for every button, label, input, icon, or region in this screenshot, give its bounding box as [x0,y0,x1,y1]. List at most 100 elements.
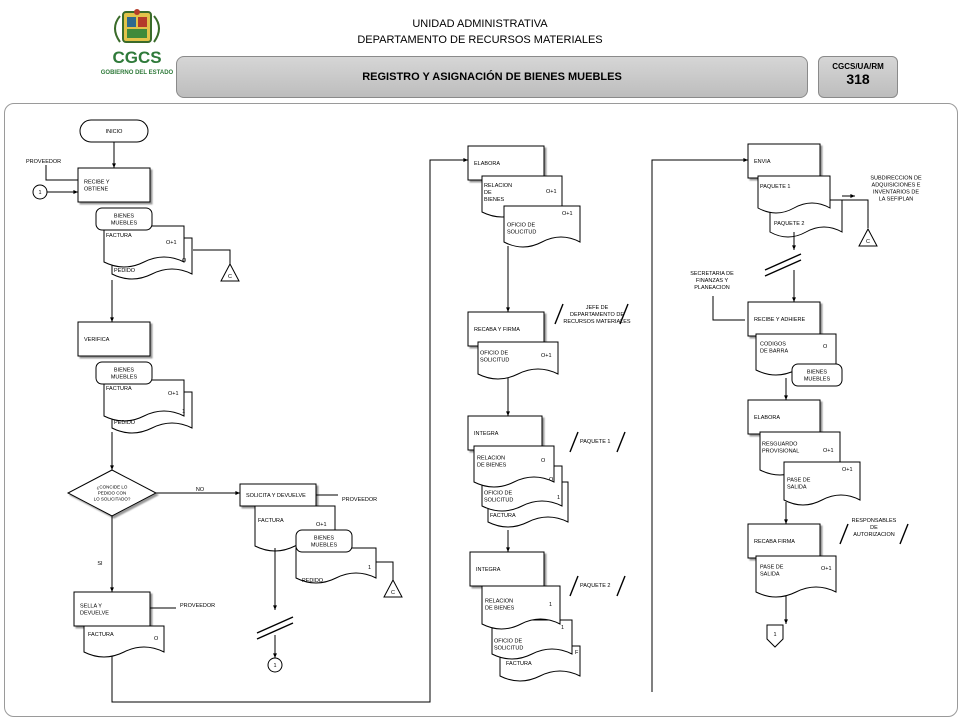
connector-line [376,561,394,582]
arrow-head [273,653,277,658]
doc-paquete2-label: PAQUETE 2 [774,221,804,227]
end-connector [766,624,784,648]
file-archive-3-label: C [866,239,870,245]
step-recaba-firma-2 [747,523,821,559]
actor-slash-2 [619,303,629,325]
start-terminal-label: INICIO [106,129,124,135]
connector-in-label: 1 [38,190,41,196]
doc-resguardo-copy: O+1 [823,448,834,454]
doc2-factura-copy: O+1 [168,391,179,397]
doc3-relacion-copy: O [541,458,546,464]
doc-pedido-copy: O [182,258,187,264]
arrow-head [463,158,468,162]
paquete1-slash-b [616,431,626,453]
doc4-factura-copy: F [575,650,579,656]
arrow-head [506,547,510,552]
procedure-number: 318 [846,71,870,87]
decision-no: NO [196,487,205,493]
connector-line [193,249,231,266]
doc-factura [103,225,185,268]
arrow-head [110,587,114,592]
arrow-head [792,245,796,250]
arrow-head [112,163,116,168]
doc4-relacion-copy: 1 [549,602,552,608]
arrow-head [743,158,748,162]
connector-out-label: 1 [273,663,276,669]
break-marker-1 [256,622,294,640]
doc4-oficio [491,619,573,660]
step-recibe-obtiene [77,167,151,203]
arrow-head [506,411,510,416]
actor-slash-1 [554,303,564,325]
doc4-pase-copy: O+1 [821,566,832,572]
procedure-code-box: CGCS/UA/RM 318 [818,56,898,98]
file-archive-1 [220,262,240,282]
step-recibe-adhiere-label: RECIBE Y ADHIERE [754,317,805,323]
step-verifica-label: VERIFICA [84,337,110,343]
paquete2-slash-b [616,575,626,597]
doc-factura-label: FACTURA [106,233,132,239]
diagram-frame [4,103,958,717]
break-marker-1 [256,616,294,634]
doc4-factura-label: FACTURA [506,661,532,667]
doc2-pedido-copy: 1 [182,409,185,415]
arrow-head [110,465,114,470]
doc-pase-copy: O+1 [842,467,853,473]
doc-pedido-label: PEDIDO [114,268,136,274]
break-marker-2 [764,259,802,277]
arrow-head [850,194,855,198]
doc2-factura-label: FACTURA [106,386,132,392]
doc1b-pedido-copy: 1 [368,565,371,571]
doc-oficio [503,205,581,248]
file-archive-2-label: C [391,590,395,596]
doc3-copy: O [154,636,159,642]
paquete1-label: PAQUETE 1 [580,439,610,445]
step-integra-1 [467,415,543,451]
arrow-head [506,307,510,312]
bienes-muebles-shape-2 [95,361,153,385]
arrow-head [273,605,277,610]
step-elabora-2-label: ELABORA [754,415,780,421]
logo-subtext: GOBIERNO DEL ESTADO [101,70,174,76]
step-verifica [77,321,151,357]
arrow-head [784,519,788,524]
doc1b-pedido-label: PEDIDO [302,578,324,584]
step-recaba-firma [467,311,545,347]
actor-proveedor-2: PROVEEDOR [180,603,215,609]
doc3-oficio-copy: O [549,477,554,483]
step-envia [747,143,821,179]
connector-line [651,159,748,692]
arrow-head [110,317,114,322]
file-archive-1-label: C [228,274,232,280]
step-integra-2-label: INTEGRA [476,567,501,573]
step-elabora-2 [747,399,821,435]
actor-slash-4 [899,523,909,545]
department-title: DEPARTAMENTO DE RECURSOS MATERIALES [357,34,603,46]
bienes-muebles-shape-4 [791,363,843,387]
doc4-pase-salida [755,555,837,598]
arrow-head [235,491,240,495]
doc-paquete1-label: PAQUETE 1 [760,184,790,190]
step-recaba-firma-label: RECABA Y FIRMA [474,327,520,333]
file-archive-2 [383,578,403,598]
procedure-title: REGISTRO Y ASIGNACIÓN DE BIENES MUEBLES [176,56,808,98]
doc-paquete1 [757,175,831,214]
actor-proveedor: PROVEEDOR [26,159,61,165]
doc1b-pedido [295,547,377,584]
step-integra-2 [469,551,545,587]
